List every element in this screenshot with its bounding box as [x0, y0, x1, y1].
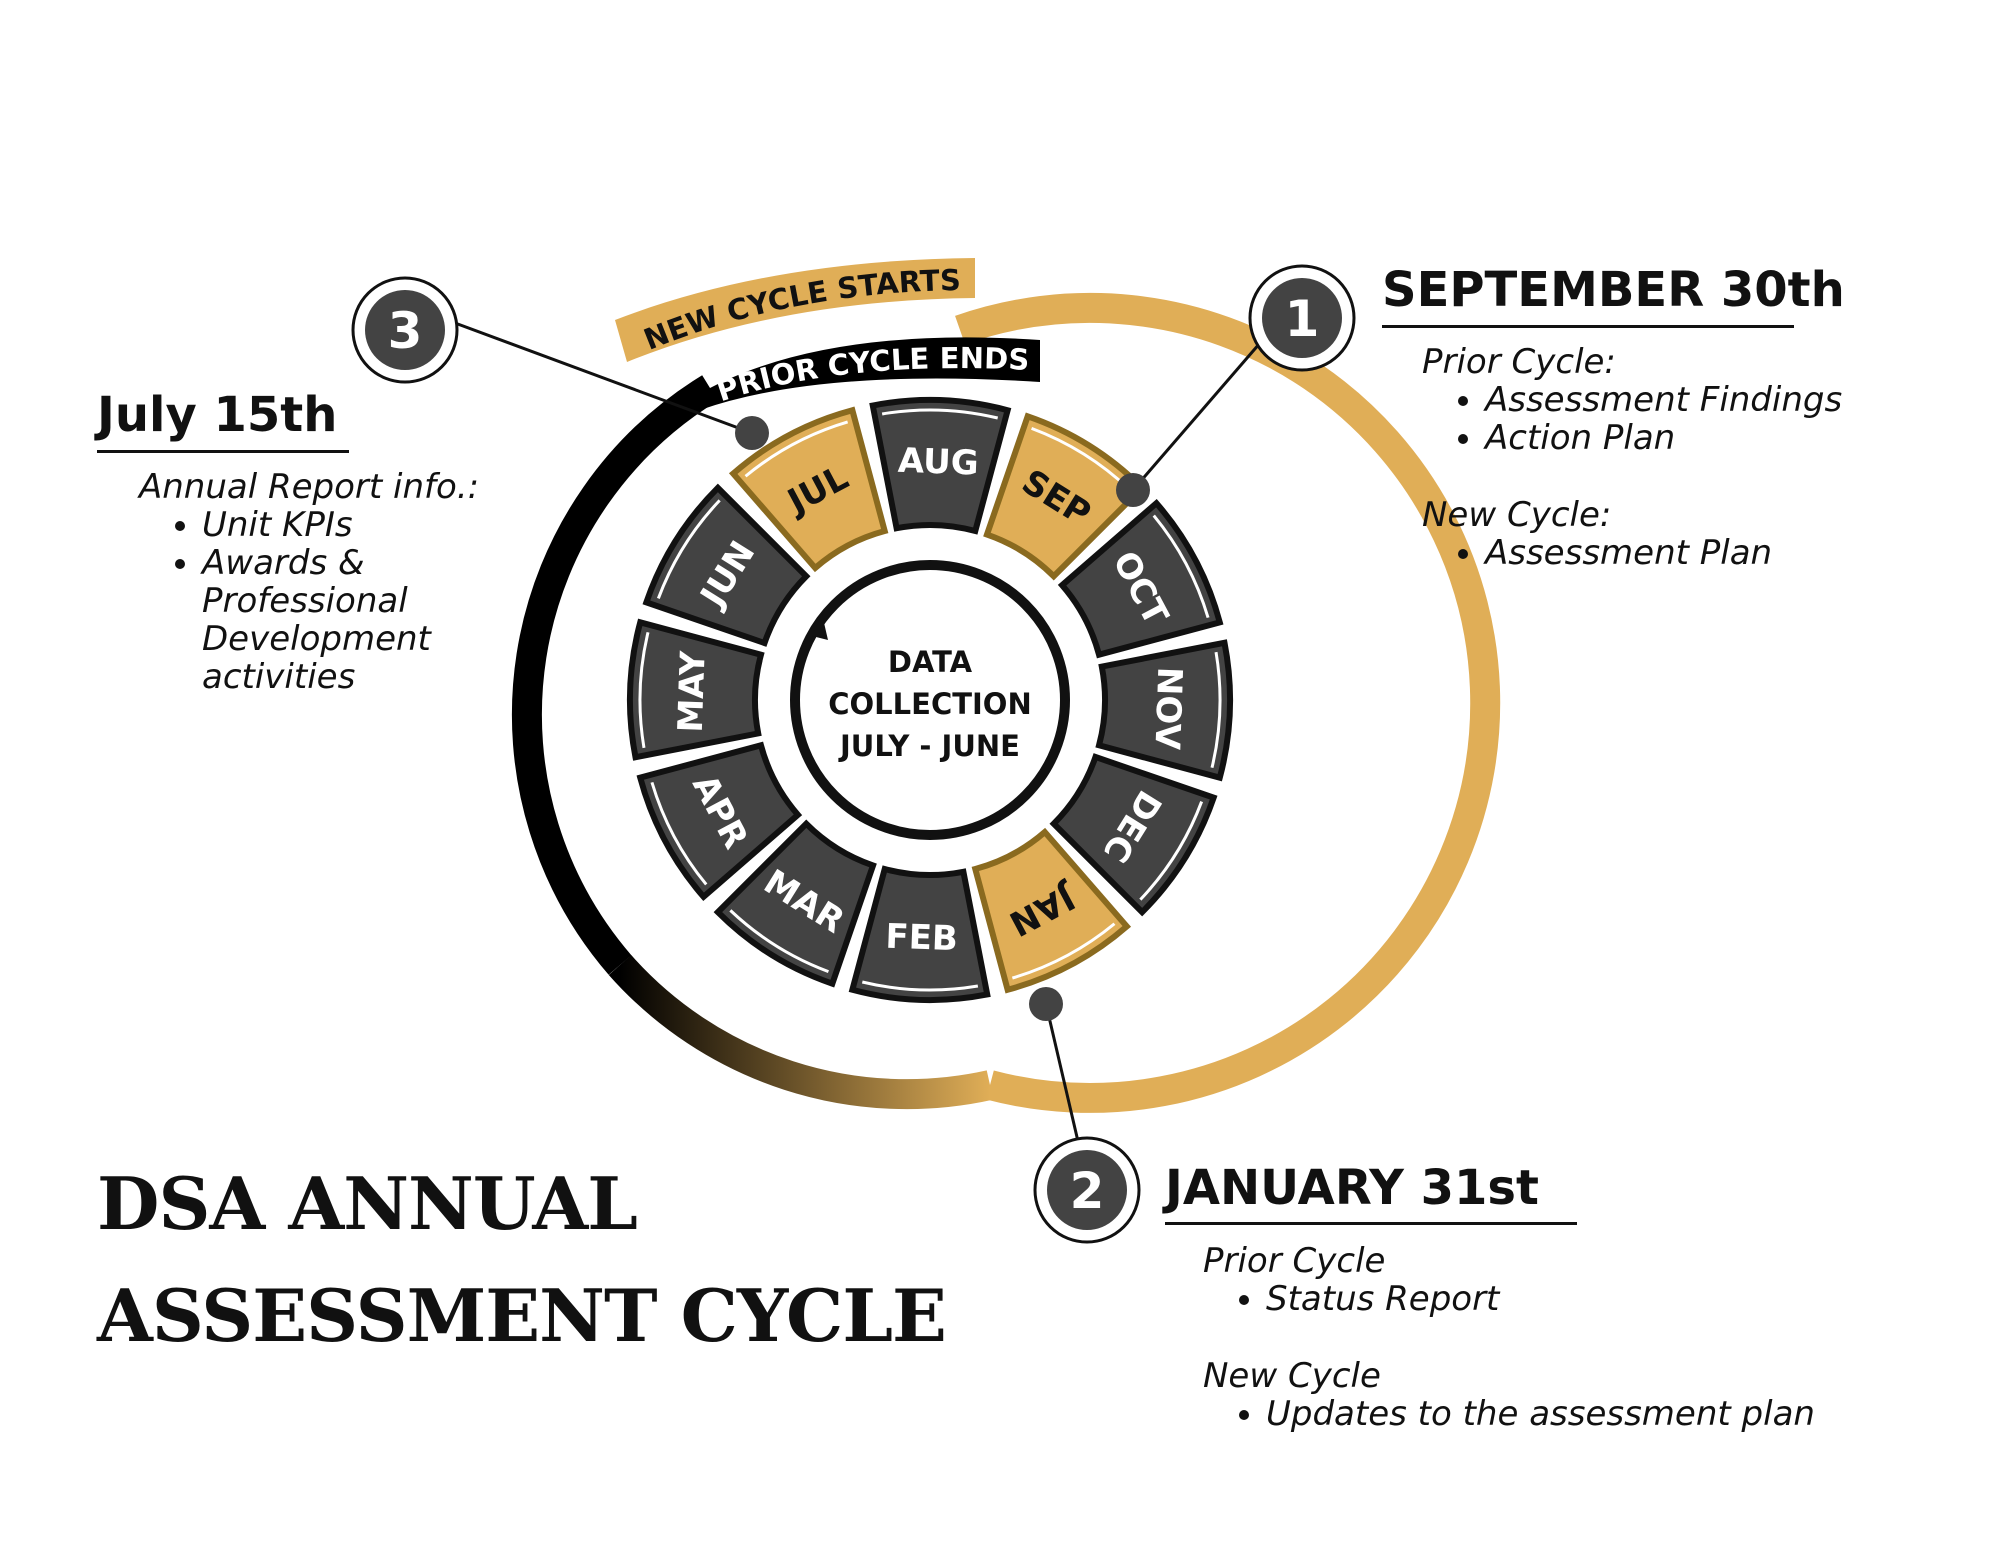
milestone-1-date: SEPTEMBER 30th	[1382, 262, 1845, 318]
month-segment-shape	[869, 397, 1012, 535]
month-segment-aug: AUG	[869, 397, 1012, 535]
month-label-may: MAY	[671, 650, 714, 733]
milestone-1-group-1-heading: Prior Cycle:	[1422, 342, 1616, 382]
svg-text:2: 2	[1070, 1162, 1105, 1220]
marker-dot-jul	[735, 416, 769, 450]
center-line-1: DATA	[888, 645, 973, 679]
month-segment-highlight	[638, 631, 650, 749]
milestone-badge-2: 2	[1033, 1136, 1141, 1244]
list-item: Professional	[202, 581, 408, 621]
milestone-2-rule	[1165, 1222, 1577, 1225]
month-label-feb: FEB	[885, 917, 959, 960]
month-segment-shape	[636, 741, 803, 902]
list-item: Updates to the assessment plan	[1266, 1395, 1815, 1433]
month-segment-apr: APR	[636, 741, 803, 902]
month-label-nov: NOV	[1146, 666, 1189, 751]
month-label-aug: AUG	[897, 441, 979, 484]
list-item: activities	[202, 657, 356, 697]
list-item: Assessment Findings	[1485, 381, 1842, 419]
month-segment-shape	[848, 865, 991, 1003]
month-segment-may: MAY	[627, 618, 765, 761]
milestone-3-rule	[97, 450, 349, 453]
connector-line-2	[1044, 1003, 1082, 1151]
month-segment-highlight	[1210, 651, 1222, 769]
milestone-2-group-2-list: Updates to the assessment plan	[1203, 1395, 1815, 1433]
milestone-3-group-1-list: Unit KPIs Awards & Professional Developm…	[139, 506, 431, 696]
month-segment-shape	[1049, 753, 1218, 917]
month-segment-shape	[1095, 639, 1233, 782]
list-item: Status Report	[1266, 1280, 1499, 1318]
list-item: Action Plan	[1485, 419, 1842, 457]
center-ring	[790, 560, 1070, 840]
milestone-2-group-1-heading: Prior Cycle	[1203, 1241, 1386, 1281]
center-arrow-icon	[812, 614, 828, 640]
milestone-1-group-2-heading: New Cycle:	[1422, 495, 1612, 535]
month-segment-highlight	[650, 781, 708, 886]
month-segment-highlight	[729, 909, 829, 974]
month-segment-mar: MAR	[713, 819, 877, 988]
month-segment-highlight	[744, 420, 849, 478]
milestone-1-group-1-list: Assessment Findings Action Plan	[1422, 381, 1842, 457]
month-segment-oct: OCT	[1057, 498, 1224, 659]
page-title-line-2: ASSESSMENT CYCLE	[97, 1273, 947, 1358]
month-segment-highlight	[1152, 514, 1210, 619]
milestone-badge-1: 1	[1248, 264, 1356, 372]
list-item: Development	[202, 619, 431, 659]
connector-line-1	[1131, 342, 1262, 491]
connector-line-3	[454, 321, 753, 435]
month-segment-shape	[642, 483, 811, 647]
list-item: Awards &	[202, 544, 431, 582]
month-segment-dec: DEC	[1049, 753, 1218, 917]
month-segment-shape	[1057, 498, 1224, 659]
svg-text:1: 1	[1285, 290, 1320, 348]
prior-cycle-label: PRIOR CYCLE ENDS	[712, 341, 1030, 408]
month-segment-jul: JUL	[728, 406, 889, 573]
month-segment-highlight	[881, 408, 999, 420]
list-item: Assessment Plan	[1485, 534, 1772, 572]
month-segment-jan: JAN	[971, 827, 1132, 994]
gradient-cycle-ring	[608, 955, 994, 1110]
month-segment-shape	[728, 406, 889, 573]
page-title-line-1: DSA ANNUAL	[97, 1161, 638, 1246]
milestone-1-rule	[1382, 325, 1794, 328]
milestone-2-group-1-list: Status Report	[1203, 1280, 1499, 1318]
month-segment-shape	[713, 819, 877, 988]
prior-cycle-banner	[700, 337, 1040, 410]
milestone-badge-3: 3	[351, 276, 459, 384]
marker-dot-sep	[1116, 473, 1150, 507]
gold-cycle-ring	[955, 292, 1501, 1113]
milestone-3-date: July 15th	[97, 387, 338, 443]
month-segment-highlight	[1011, 922, 1116, 980]
month-segment-highlight	[861, 980, 979, 992]
black-cycle-ring	[511, 375, 718, 975]
milestone-1-group-2-list: Assessment Plan	[1422, 534, 1772, 572]
month-segment-shape	[627, 618, 765, 761]
center-line-3: JULY - JUNE	[838, 729, 1020, 763]
marker-dot-jan	[1029, 987, 1063, 1021]
month-segment-nov: NOV	[1095, 639, 1233, 782]
month-segment-sep: SEP	[983, 412, 1147, 581]
month-segment-highlight	[656, 499, 721, 599]
month-segment-shape	[971, 827, 1132, 994]
month-segment-jun: JUN	[642, 483, 811, 647]
center-line-2: COLLECTION	[828, 687, 1031, 721]
list-item: Unit KPIs	[202, 506, 431, 544]
new-cycle-banner	[615, 258, 975, 362]
milestone-2-group-2-heading: New Cycle	[1203, 1356, 1381, 1396]
milestone-3-group-1-heading: Annual Report info.:	[139, 467, 480, 507]
month-segment-feb: FEB	[848, 865, 991, 1003]
svg-text:3: 3	[388, 302, 423, 360]
milestone-2-date: JANUARY 31st	[1165, 1160, 1539, 1216]
month-segment-highlight	[1139, 801, 1204, 901]
